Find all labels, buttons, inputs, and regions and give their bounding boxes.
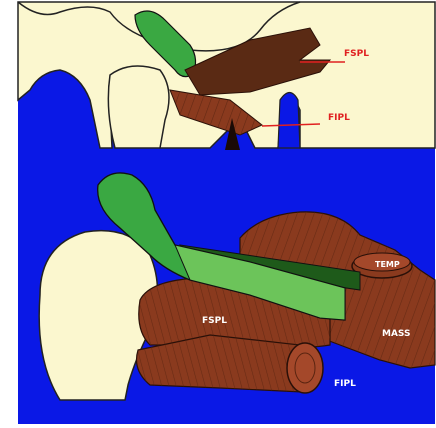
top-panel: FSPL FIPL xyxy=(18,2,435,162)
bottom-fspl-label: FSPL xyxy=(202,316,227,326)
bottom-mass-label: MASS xyxy=(382,329,410,339)
top-fipl-label: FIPL xyxy=(328,113,350,123)
bottom-fipl-label: FIPL xyxy=(334,379,356,389)
bottom-temp-label: TEMP xyxy=(375,260,400,269)
top-condyle xyxy=(108,66,169,148)
top-notch xyxy=(278,93,300,149)
bottom-panel: TEMP FSPL MASS FIPL xyxy=(18,162,435,424)
bottom-fipl-end xyxy=(287,343,323,393)
top-fspl-label: FSPL xyxy=(344,49,369,59)
